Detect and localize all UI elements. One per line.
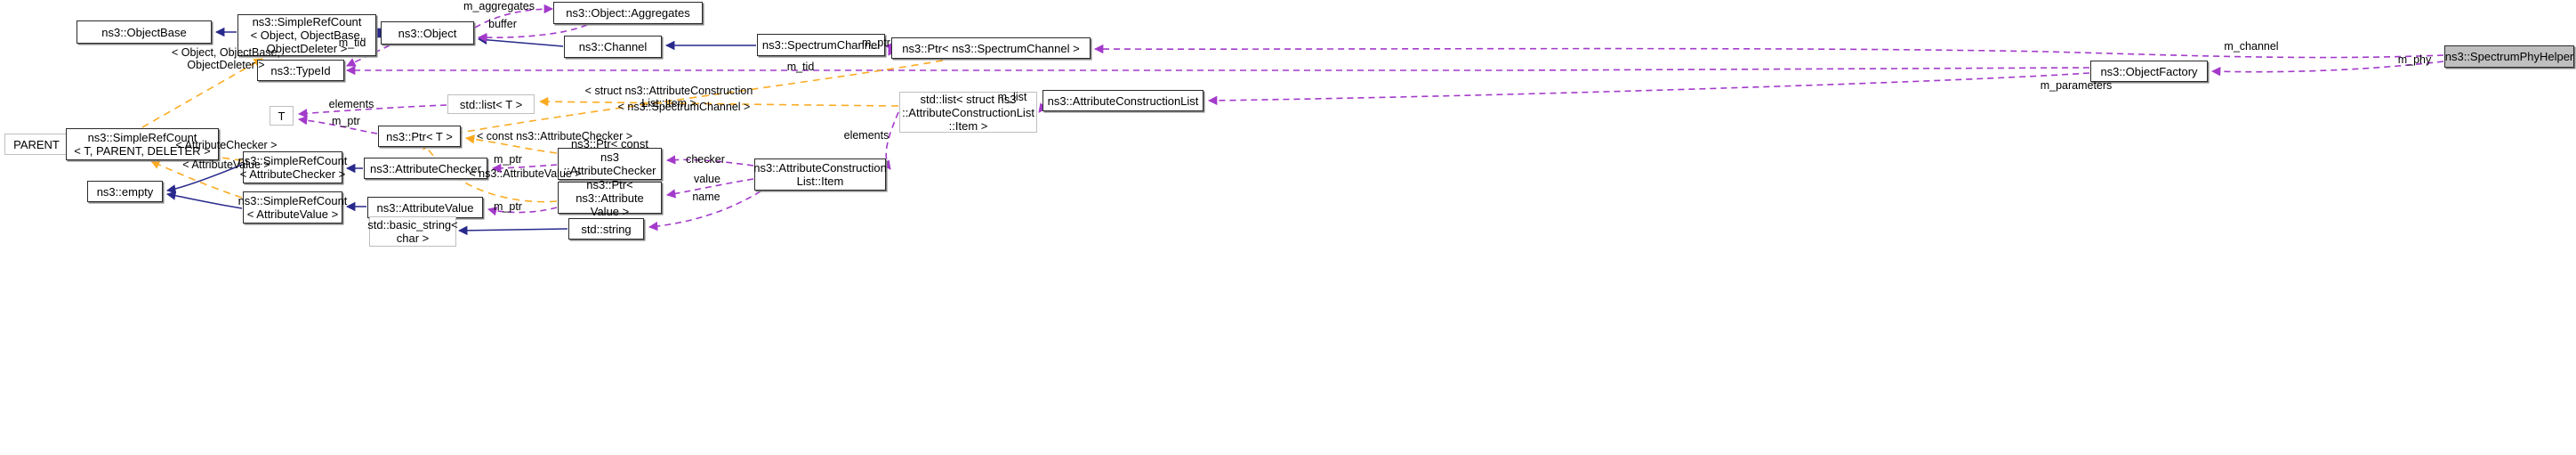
node-ns3-objectbase[interactable]: ns3::ObjectBase	[76, 20, 212, 44]
edge-label-ns3-attributevalue: < ns3::AttributeValue >	[469, 167, 582, 180]
node-ns3-spectrumphyhelper[interactable]: ns3::SpectrumPhyHelper	[2444, 45, 2574, 68]
edge-label-m-aggregates: m_aggregates	[463, 0, 535, 12]
node-ns3-simplerefcount-t-parent-deleter[interactable]: ns3::SimpleRefCount < T, PARENT, DELETER…	[66, 128, 219, 160]
edge-label-m-list: m_list	[997, 91, 1027, 103]
edge-label-elements-right: elements	[843, 129, 890, 142]
node-ns3-empty[interactable]: ns3::empty	[87, 181, 163, 202]
node-ns3-ptr-const-attributechecker[interactable]: ns3::Ptr< const ns3 ::AttributeChecker >	[558, 137, 662, 191]
edge-label-value: value	[694, 173, 720, 185]
edge-label-ns3-spectrumchannel: < ns3::SpectrumChannel >	[617, 101, 751, 113]
edge-label-m-ptr-t: m_ptr	[332, 115, 360, 127]
edge-label-m-tid-top: m_tid	[338, 37, 366, 49]
node-ns3-simplerefcount-object[interactable]: ns3::SimpleRefCount < Object, ObjectBase…	[237, 14, 376, 56]
edge-label-struct-acl-item: < struct ns3::AttributeConstruction List…	[584, 85, 753, 110]
node-ns3-attributechecker[interactable]: ns3::AttributeChecker	[364, 158, 487, 179]
edge-label-m-channel: m_channel	[2224, 40, 2279, 53]
node-std-string[interactable]: std::string	[568, 218, 644, 240]
node-ns3-simplerefcount-attributevalue[interactable]: ns3::SimpleRefCount < AttributeValue >	[238, 191, 347, 223]
edge-label-checker: checker	[686, 153, 725, 166]
node-ns3-attributeconstructionlist-item[interactable]: ns3::AttributeConstruction List::Item	[753, 158, 887, 191]
node-stdlist-t[interactable]: std::list< T >	[447, 94, 535, 114]
edge-label-attributevalue-template: < AttributeValue >	[182, 158, 270, 171]
edge-label-attributechecker-template: < AttributeChecker >	[175, 139, 278, 151]
node-parent[interactable]: PARENT	[4, 134, 68, 155]
edge-label-object-objectbase-objectdeleter: < Object, ObjectBase, ObjectDeleter >	[172, 46, 280, 71]
node-ns3-channel[interactable]: ns3::Channel	[564, 36, 662, 58]
node-ns3-object[interactable]: ns3::Object	[381, 21, 474, 45]
edge-label-m-phy: m_phy	[2397, 53, 2432, 66]
edge-label-elements-left: elements	[328, 98, 374, 110]
node-std-basic-string[interactable]: std::basic_string< char >	[367, 216, 458, 247]
edge-label-buffer: buffer	[488, 18, 517, 30]
edge-label-const-ns3-attributechecker: < const ns3::AttributeChecker >	[476, 130, 633, 142]
node-ns3-objectfactory[interactable]: ns3::ObjectFactory	[2090, 61, 2208, 82]
edge-label-m-ptr-spectrumchannel: m_ptr	[862, 37, 890, 49]
node-ns3-attributevalue[interactable]: ns3::AttributeValue	[367, 197, 483, 218]
node-ns3-simplerefcount-attributechecker[interactable]: ns3::SimpleRefCount < AttributeChecker >	[238, 151, 347, 183]
node-ns3-ptr-attributevalue[interactable]: ns3::Ptr< ns3::Attribute Value >	[558, 178, 662, 218]
node-stdlist-aclitem[interactable]: std::list< struct ns3 ::AttributeConstru…	[899, 92, 1037, 133]
edge-label-m-ptr-value: m_ptr	[494, 200, 522, 213]
edge-label-m-parameters: m_parameters	[2040, 79, 2113, 92]
node-ns3-ptr-t[interactable]: ns3::Ptr< T >	[378, 126, 461, 147]
node-ns3-attributeconstructionlist[interactable]: ns3::AttributeConstructionList	[1042, 90, 1203, 111]
edge-label-name: name	[692, 191, 720, 203]
node-t-param[interactable]: T	[270, 106, 294, 126]
edge-label-m-tid-mid: m_tid	[786, 61, 815, 73]
node-ns3-object-aggregates[interactable]: ns3::Object::Aggregates	[553, 2, 703, 24]
node-ns3-ptr-spectrumchannel[interactable]: ns3::Ptr< ns3::SpectrumChannel >	[891, 37, 1091, 59]
node-ns3-spectrumchannel[interactable]: ns3::SpectrumChannel	[757, 34, 885, 56]
node-ns3-typeid[interactable]: ns3::TypeId	[257, 60, 344, 81]
edge-label-m-ptr-checker: m_ptr	[494, 153, 522, 166]
